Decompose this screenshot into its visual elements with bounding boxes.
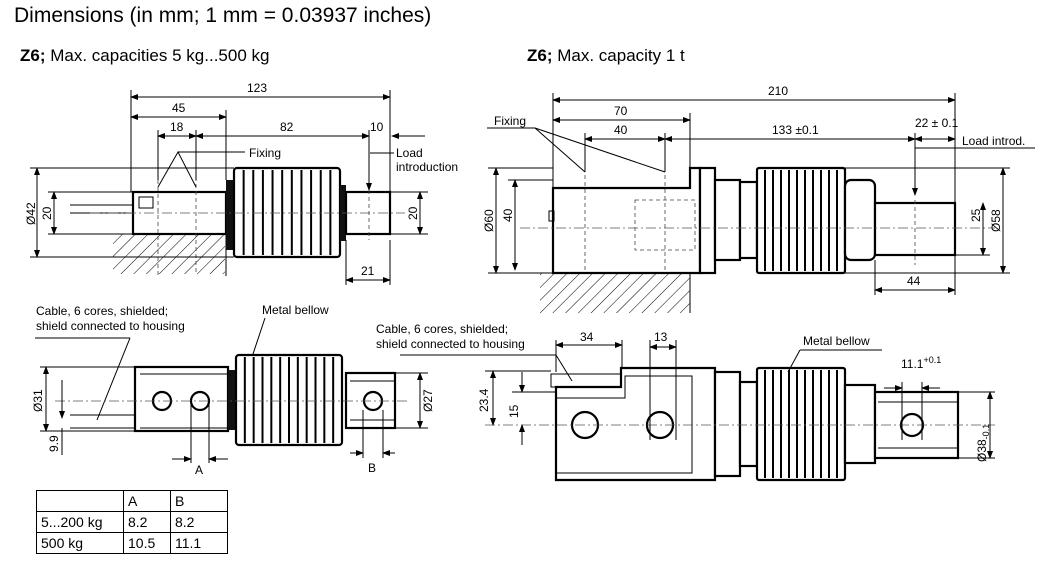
dim-A: A <box>195 463 203 477</box>
fixing-label: Fixing <box>494 114 526 128</box>
table-header: B <box>170 490 228 512</box>
dim-21: 21 <box>361 264 375 278</box>
metal-bellow <box>755 166 847 275</box>
dim-40-vertical: 40 <box>501 208 515 222</box>
table-cell: 10.5 <box>123 532 171 554</box>
load-introd-label: Load introd. <box>962 134 1025 148</box>
cable-label-2: shield connected to housing <box>376 337 525 351</box>
dim-dia38-tolerance: -0.1 <box>981 424 991 440</box>
dim-82: 82 <box>280 120 294 134</box>
dim-25: 25 <box>969 208 983 222</box>
dim-123: 123 <box>247 81 267 95</box>
dim-11-1: 11.1+0.1 <box>901 355 941 371</box>
dim-11-1-tolerance: +0.1 <box>923 355 941 365</box>
dim-44: 44 <box>907 274 921 288</box>
table-cell: 8.2 <box>170 511 228 533</box>
dim-22: 22 ± 0.1 <box>915 116 959 130</box>
load-label-1: Load <box>396 146 423 160</box>
dim-dia60: Ø60 <box>482 209 496 232</box>
page-title: Dimensions (in mm; 1 mm = 0.03937 inches… <box>14 4 432 27</box>
right-subtitle: Z6; Max. capacity 1 t <box>527 46 685 66</box>
left-top-view: 123 45 18 82 10 Fixing Load introduction… <box>24 81 458 285</box>
dim-dia38: Ø38-0.1 <box>975 424 991 462</box>
dim-23-4: 23.4 <box>477 388 491 412</box>
flange <box>698 166 717 275</box>
bellow-label: Metal bellow <box>803 334 870 348</box>
dim-133: 133 ±0.1 <box>772 123 819 137</box>
dim-45: 45 <box>172 101 186 115</box>
bellow-label: Metal bellow <box>262 303 329 317</box>
table-header <box>36 490 124 512</box>
dim-dia42: Ø42 <box>24 202 38 225</box>
dim-18: 18 <box>170 120 184 134</box>
cable-label-2: shield connected to housing <box>36 319 185 333</box>
fixing-label: Fixing <box>249 146 281 160</box>
left-model: Z6; <box>20 46 46 65</box>
load-cell-body <box>551 166 702 275</box>
table-cell: 500 kg <box>36 532 124 554</box>
dim-40: 40 <box>614 123 628 137</box>
metal-bellow <box>755 366 847 482</box>
table-row: 500 kg 10.5 11.1 <box>36 532 228 554</box>
load-cell-body <box>133 365 230 433</box>
dimension-table: A B 5...200 kg 8.2 8.2 500 kg 10.5 11.1 <box>36 490 228 554</box>
right-caption: Max. capacity 1 t <box>557 46 685 65</box>
cable <box>550 373 622 388</box>
left-caption: Max. capacities 5 kg...500 kg <box>50 46 270 65</box>
right-top-view: 210 70 40 133 ±0.1 22 ± 0.1 Load introd.… <box>482 84 1035 313</box>
dim-210: 210 <box>768 84 788 98</box>
load-cell-body <box>554 366 717 482</box>
load-label-2: introduction <box>396 160 458 174</box>
dim-dia31: Ø31 <box>31 389 45 412</box>
cable-label-1: Cable, 6 cores, shielded; <box>36 304 168 318</box>
dim-20-left: 20 <box>40 206 54 220</box>
ground-hatch <box>540 273 690 313</box>
ground-hatch <box>113 234 225 274</box>
dim-70: 70 <box>614 104 628 118</box>
dim-13: 13 <box>654 330 668 344</box>
left-bottom-view: Cable, 6 cores, shielded; shield connect… <box>31 303 435 477</box>
table-cell: 11.1 <box>170 532 228 554</box>
dim-B: B <box>368 461 376 475</box>
flange <box>713 370 742 478</box>
table-header-row: A B <box>36 490 228 512</box>
dim-11-1-value: 11.1 <box>901 357 924 371</box>
dim-dia27: Ø27 <box>421 389 435 412</box>
dim-dia58: Ø58 <box>989 209 1003 232</box>
dim-dia38-value: Ø38 <box>975 439 989 462</box>
dim-10: 10 <box>370 120 384 134</box>
metal-bellow <box>234 353 344 447</box>
left-subtitle: Z6; Max. capacities 5 kg...500 kg <box>20 46 269 66</box>
dim-34: 34 <box>580 330 594 344</box>
cable-label-1: Cable, 6 cores, shielded; <box>376 322 508 336</box>
table-header: A <box>123 490 171 512</box>
dim-20-right: 20 <box>406 206 420 220</box>
table-cell: 5...200 kg <box>36 511 124 533</box>
metal-bellow <box>232 166 342 259</box>
dim-15: 15 <box>507 404 521 418</box>
right-model: Z6; <box>527 46 553 65</box>
dim-9-9: 9.9 <box>47 435 61 452</box>
right-bottom-view: Cable, 6 cores, shielded; shield connect… <box>376 322 995 482</box>
flange <box>226 180 233 250</box>
table-row: 5...200 kg 8.2 8.2 <box>36 511 228 533</box>
table-cell: 8.2 <box>123 511 171 533</box>
